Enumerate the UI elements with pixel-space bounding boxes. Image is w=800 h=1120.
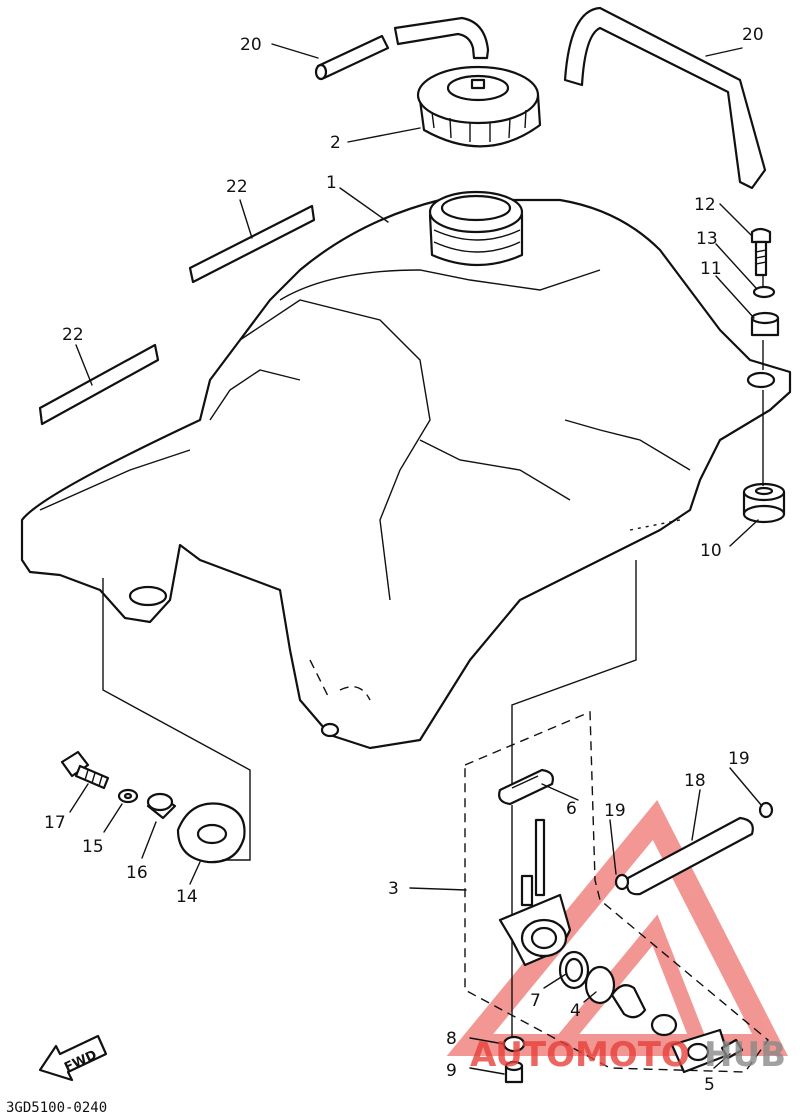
grommet-part-10 bbox=[742, 482, 786, 524]
callouts: 20 2 20 22 22 1 12 13 11 10 6 19 19 18 3… bbox=[44, 25, 764, 1095]
callout-17: 17 bbox=[44, 813, 66, 833]
catalog-code: 3GD5100-0240 bbox=[6, 1100, 107, 1116]
callout-2: 2 bbox=[330, 133, 341, 153]
callout-22-lower: 22 bbox=[62, 325, 84, 345]
callout-9: 9 bbox=[446, 1061, 457, 1081]
fuel-tank-part-1 bbox=[20, 190, 792, 750]
bolt-part-12 bbox=[750, 227, 772, 277]
callout-6: 6 bbox=[566, 799, 577, 819]
callout-14: 14 bbox=[176, 887, 198, 907]
fuel-cock-body bbox=[498, 818, 572, 967]
collar-part-16 bbox=[146, 792, 177, 820]
callout-1: 1 bbox=[326, 173, 337, 193]
axis-line-left bbox=[102, 578, 251, 861]
callout-11: 11 bbox=[700, 259, 722, 279]
callout-19-left: 19 bbox=[604, 801, 626, 821]
fuel-cap-part-2 bbox=[416, 65, 542, 148]
fuel-hose-part-18 bbox=[626, 816, 754, 896]
washer-part-15 bbox=[117, 788, 139, 804]
watermark-text-left: AUTOMOTO bbox=[470, 1035, 690, 1075]
callout-20: 20 bbox=[240, 35, 262, 55]
callout-15: 15 bbox=[82, 837, 104, 857]
callout-5: 5 bbox=[704, 1075, 715, 1095]
damper-part-22-upper bbox=[188, 204, 316, 284]
watermark-text-right: HUB bbox=[704, 1035, 786, 1075]
leader-lines bbox=[69, 43, 763, 1075]
callout-19-right: 19 bbox=[728, 749, 750, 769]
screw-part-5 bbox=[720, 1038, 744, 1060]
callout-13: 13 bbox=[696, 229, 718, 249]
assembly-group-part-3-outline bbox=[464, 710, 769, 1073]
damper-part-22-lower bbox=[38, 343, 160, 426]
callout-12: 12 bbox=[694, 195, 716, 215]
callout-4: 4 bbox=[570, 1001, 581, 1021]
callout-3: 3 bbox=[388, 879, 399, 899]
breather-hose-part-20 bbox=[314, 16, 490, 81]
fwd-arrow-icon: FWD bbox=[38, 1034, 108, 1082]
grommet-part-14 bbox=[176, 802, 246, 864]
clip-part-19-right bbox=[758, 801, 774, 819]
callout-21: 20 bbox=[742, 25, 764, 45]
callout-16: 16 bbox=[126, 863, 148, 883]
clip-part-19-left bbox=[614, 873, 630, 891]
o-ring-part-7 bbox=[558, 950, 590, 990]
tank-band-part-21 bbox=[563, 6, 767, 190]
gasket-part-6 bbox=[498, 768, 554, 806]
collar-part-11 bbox=[750, 311, 780, 337]
callout-7: 7 bbox=[530, 991, 541, 1011]
callout-18: 18 bbox=[684, 771, 706, 791]
callout-10: 10 bbox=[700, 541, 722, 561]
lever-part bbox=[610, 984, 678, 1037]
callout-22-upper: 22 bbox=[226, 177, 248, 197]
bolt-part-17 bbox=[60, 750, 110, 790]
washer-part-13 bbox=[752, 285, 776, 299]
drain-screw-part-9 bbox=[504, 1060, 524, 1084]
callout-8: 8 bbox=[446, 1029, 457, 1049]
watermark-text: AUTOMOTO HUB bbox=[470, 1035, 786, 1075]
